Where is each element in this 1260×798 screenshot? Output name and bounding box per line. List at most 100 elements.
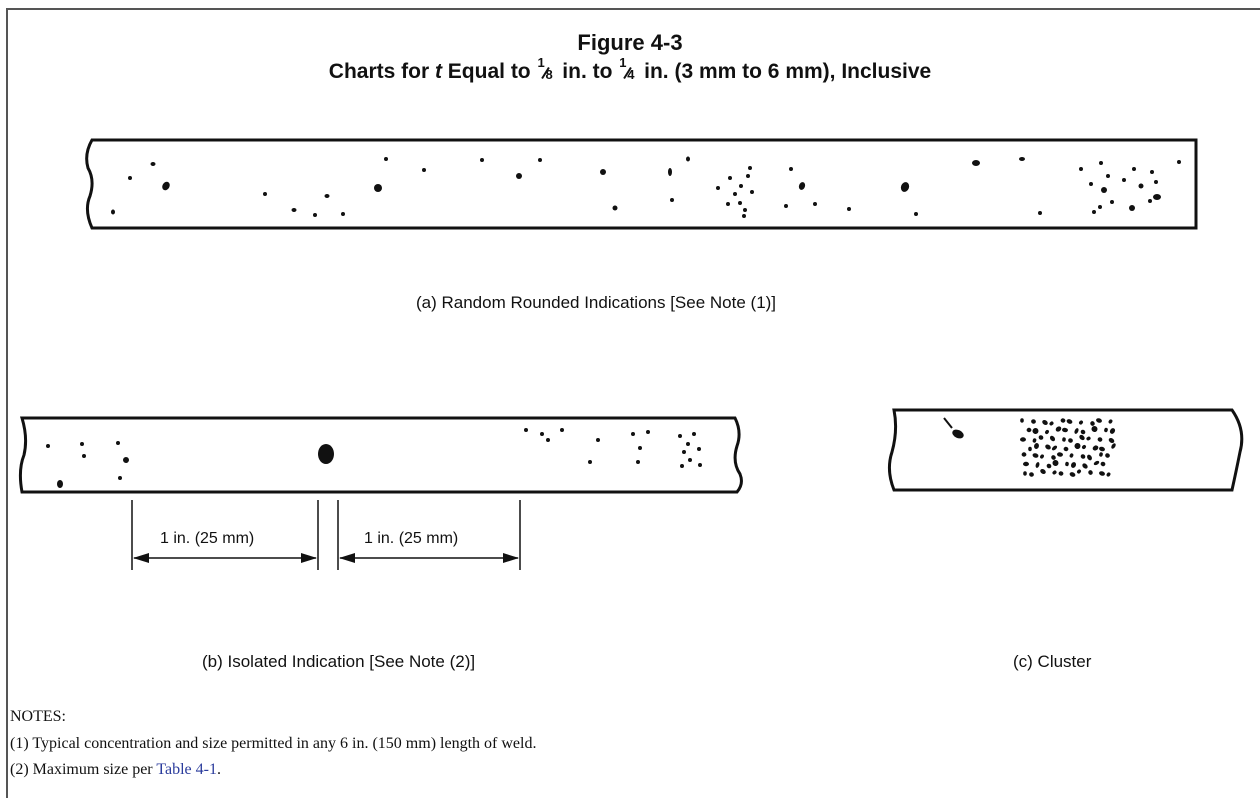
indication-dot — [750, 190, 754, 194]
indication-dot — [1028, 446, 1032, 452]
indication-dot — [1034, 443, 1039, 449]
indication-dot — [1138, 183, 1144, 189]
indication-dot — [1019, 157, 1025, 161]
caption-b: (b) Isolated Indication [See Note (2)] — [202, 652, 476, 671]
notes-heading: NOTES: — [10, 708, 66, 725]
indication-dot — [1082, 463, 1088, 469]
dimension-label-right: 1 in. (25 mm) — [362, 530, 461, 548]
indication-dot — [1040, 469, 1046, 474]
indication-dot — [1104, 427, 1108, 433]
indication-dot — [1092, 210, 1096, 214]
cluster-scratch — [943, 417, 953, 429]
indication-dot — [1023, 461, 1029, 467]
indication-dot — [1099, 471, 1105, 476]
indication-dot — [540, 432, 544, 436]
indication-dot — [1153, 194, 1161, 200]
title-mid-2: in. to — [556, 60, 619, 83]
indication-dot — [1079, 420, 1083, 425]
indication-dot — [1086, 436, 1091, 441]
indication-dot — [1026, 427, 1032, 433]
fraction-denominator: 8 — [545, 67, 553, 82]
indication-dot — [1051, 445, 1058, 451]
indication-dot — [738, 201, 742, 205]
indication-dot — [1111, 443, 1116, 449]
indication-dot — [1106, 472, 1111, 477]
indication-dot — [291, 208, 297, 212]
indication-dot — [1023, 471, 1027, 476]
indication-dot — [682, 450, 686, 454]
indication-dot — [813, 202, 817, 206]
indication-dot — [596, 438, 600, 442]
indication-dot — [1070, 462, 1077, 468]
indication-dot — [150, 162, 156, 166]
figure-number: Figure 4-3 — [577, 30, 683, 55]
indication-dot — [1154, 180, 1158, 184]
indication-dot — [728, 176, 732, 180]
indication-dot — [739, 184, 743, 188]
indication-dot — [1065, 461, 1069, 467]
indication-dot — [1051, 455, 1056, 460]
indication-dot — [588, 460, 592, 464]
indication-dot — [1032, 453, 1039, 458]
indication-dot — [1098, 205, 1102, 209]
indication-dot — [1049, 421, 1054, 426]
indication-dot — [789, 167, 793, 171]
indication-dot — [1132, 167, 1136, 171]
indication-dot — [1035, 462, 1040, 468]
indication-dot — [697, 447, 701, 451]
indication-dot — [1177, 160, 1181, 164]
indication-dot — [1058, 471, 1064, 476]
indication-dot — [1052, 470, 1057, 475]
indication-dot — [1088, 470, 1093, 475]
indication-dot — [686, 442, 690, 446]
indication-dot — [1150, 170, 1154, 174]
indication-dot — [784, 204, 788, 208]
indication-dot — [646, 430, 650, 434]
fraction-numerator: 1 — [619, 55, 627, 70]
cluster-indication — [952, 429, 964, 439]
indication-dot — [1052, 460, 1059, 466]
indication-dot — [128, 176, 132, 180]
note-1: (1) Typical concentration and size permi… — [10, 735, 537, 752]
indication-dot — [1092, 445, 1099, 451]
table-4-1-link[interactable]: Table 4-1 — [156, 761, 217, 778]
indication-dot — [560, 428, 564, 432]
title-variable: t — [434, 60, 442, 83]
indication-dot — [1110, 200, 1114, 204]
indication-dot — [1045, 444, 1051, 450]
indication-dot — [1087, 454, 1092, 461]
isolated-indication-dots — [46, 428, 702, 488]
indication-dot — [1079, 434, 1085, 441]
indication-dot — [900, 182, 910, 192]
indication-dot — [746, 174, 750, 178]
indication-dot — [847, 207, 851, 211]
indication-dot — [1105, 453, 1110, 458]
indication-dot — [600, 169, 606, 175]
indication-dot — [1020, 437, 1026, 442]
figure-frame — [6, 8, 1260, 798]
weld-strip-b — [18, 416, 743, 494]
indication-dot — [82, 454, 86, 458]
indication-dot — [538, 158, 542, 162]
title-end: in. (3 mm to 6 mm), Inclusive — [638, 60, 932, 83]
indication-dot — [1060, 418, 1066, 423]
indication-dot — [123, 457, 129, 463]
indication-dot — [1099, 452, 1103, 457]
indication-dot — [612, 205, 618, 211]
indication-dot — [374, 184, 382, 192]
weld-strip-c — [887, 408, 1244, 492]
note-2: (2) Maximum size per Table 4-1. — [10, 761, 221, 779]
indication-dot — [1038, 211, 1042, 215]
indication-dot — [914, 212, 918, 216]
indication-dot — [1032, 428, 1039, 434]
indication-dot — [1069, 472, 1076, 477]
cluster-indications — [1020, 418, 1116, 477]
indication-dot — [111, 209, 115, 215]
indication-dot — [1108, 438, 1115, 443]
indication-dot — [46, 444, 50, 448]
random-rounded-indications — [111, 156, 1181, 218]
indication-dot — [1093, 460, 1100, 466]
